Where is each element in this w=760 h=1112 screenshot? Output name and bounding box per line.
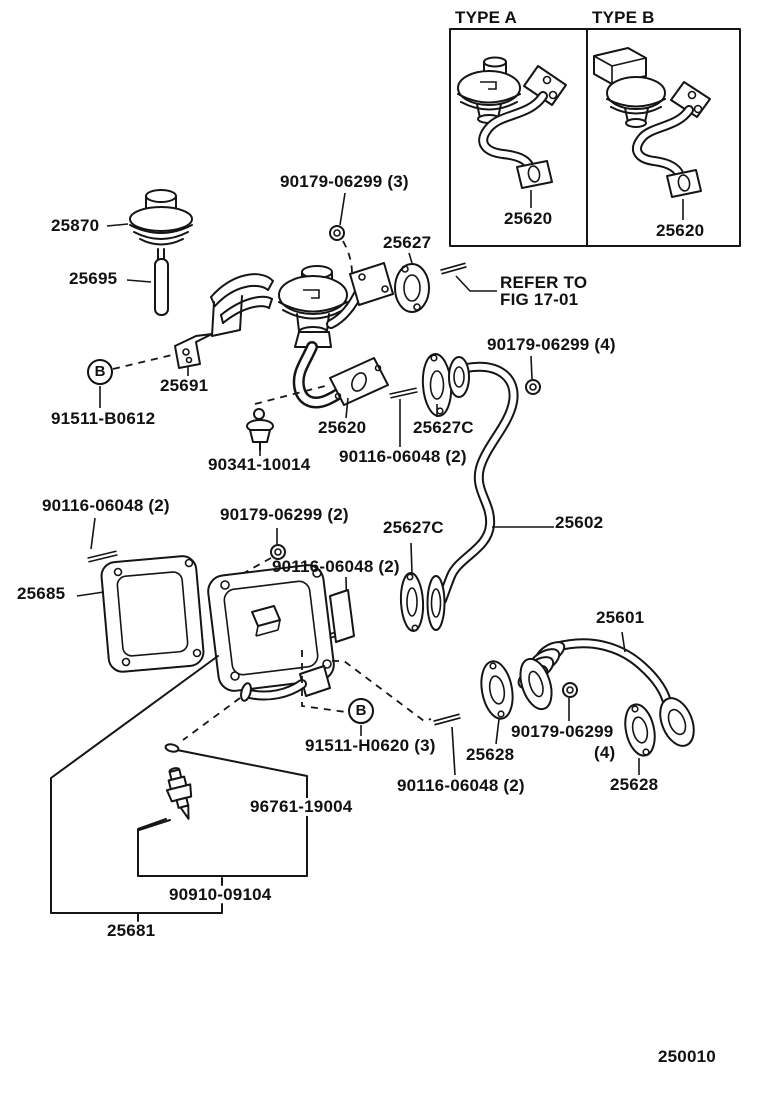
egr-valve-25620-drawing [278,262,394,419]
figure-number: 250010 [658,1047,716,1066]
bolt-symbol-b2: B [348,698,374,724]
type-a-valve-drawing [457,56,567,208]
label-90179-06299-4-lower-line1: 90179-06299 [511,722,614,741]
gasket-25628-left-drawing [480,660,514,745]
label-90116-06048-bottom: 90116-06048 (2) [397,776,525,795]
modulator-tube-drawing [126,258,169,316]
label-25691: 25691 [160,376,209,395]
gasket-25627c-1-drawing [421,353,453,417]
gasket-25685-drawing [76,555,205,673]
label-90341-10014: 90341-10014 [208,455,311,474]
vacuum-modulator-drawing [106,189,193,261]
nut-90179-4-upper-drawing [525,355,541,395]
label-25628-left: 25628 [466,745,515,764]
label-25601: 25601 [596,608,645,627]
label-25602: 25602 [555,513,604,532]
gasket-25628-right-drawing [624,703,656,775]
check-valve-90341-drawing [246,385,326,456]
label-90179-06299-4-lower-line2: (4) [594,743,616,762]
refer-stud-drawing [440,262,497,292]
label-90910-09104: 90910-09104 [169,885,272,904]
label-25627c-1: 25627C [413,418,474,437]
dashed-links [182,650,432,741]
label-refer-to-line2: FIG 17-01 [500,290,579,309]
gasket-25627-drawing [394,252,430,313]
stud-left-drawing [87,517,118,563]
label-96761-19004: 96761-19004 [247,798,356,816]
label-25627: 25627 [383,233,432,252]
grouping-lines [50,655,308,922]
gasket-25627c-2-drawing [399,542,425,632]
label-90116-06048-center: 90116-06048 (2) [339,447,467,466]
label-25620-type-b: 25620 [656,221,705,240]
label-25627c-2: 25627C [383,518,444,537]
nut-90179-4-lower-drawing [562,682,578,721]
bolt-symbol-b1: B [87,359,113,385]
stud-center-drawing [389,387,418,447]
nut-90179-2-drawing [243,528,286,574]
label-25620-type-a: 25620 [504,209,553,228]
label-25695: 25695 [69,269,118,288]
inset-box [449,28,741,247]
label-25628-right: 25628 [610,775,659,794]
label-91511-h0620-3: 91511-H0620 (3) [305,736,436,755]
label-90179-06299-4-upper: 90179-06299 (4) [487,335,616,354]
label-refer-to-line1: REFER TO [500,273,588,292]
inset-type-b-title: TYPE B [592,8,655,27]
pipe-25601-drawing [517,631,695,747]
label-90179-06299-3: 90179-06299 (3) [280,172,409,191]
label-25870: 25870 [51,216,100,235]
bracket-25691-drawing [112,273,274,376]
label-25681: 25681 [107,921,156,940]
stud-bottom-drawing [433,713,461,776]
label-25685: 25685 [17,584,66,603]
label-90116-06048-mid: 90116-06048 (2) [272,557,400,576]
label-25620-main: 25620 [318,418,367,437]
type-b-valve-drawing [593,47,711,220]
inset-type-a-title: TYPE A [455,8,517,27]
label-90116-06048-left: 90116-06048 (2) [42,496,170,515]
pipe-25602-drawing [426,356,554,631]
temp-sensor-drawing [165,767,193,820]
label-91511-b0612: 91511-B0612 [51,409,156,428]
label-90179-06299-2: 90179-06299 (2) [220,505,349,524]
nut-90179-3-drawing [329,192,353,275]
valve-housing-drawing [207,564,355,702]
sensor-foot-line [138,819,171,831]
